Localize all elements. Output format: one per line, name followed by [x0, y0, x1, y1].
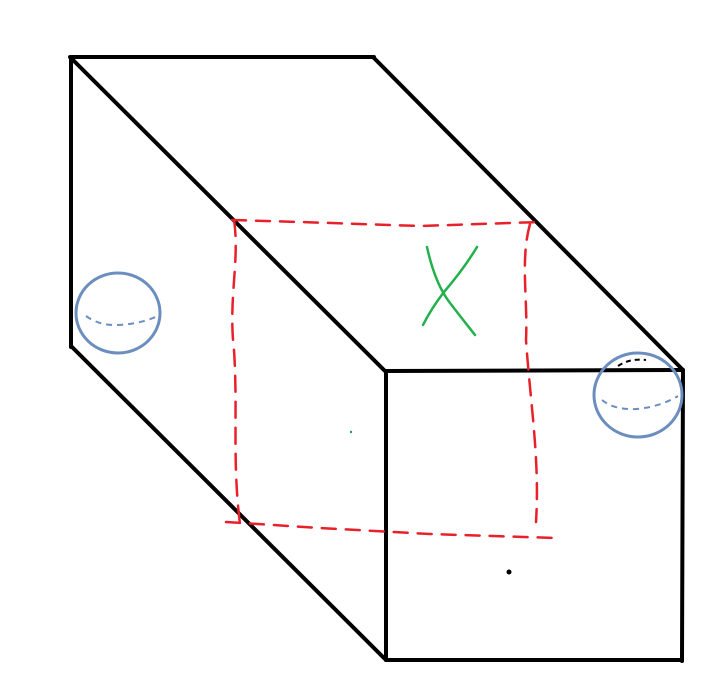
circle-marker-right-dash	[601, 395, 679, 411]
circle-marker-left	[74, 271, 162, 355]
dashed-top-edge	[230, 218, 542, 228]
stray-dot-teal	[349, 430, 353, 434]
box	[68, 55, 685, 663]
cross-mark	[421, 245, 479, 337]
dashed-right-edge	[523, 222, 539, 524]
dashed-left-edge	[231, 218, 242, 526]
front-face-top-edge	[384, 368, 685, 373]
circle-marker-left-dash	[85, 315, 159, 327]
right-diagonal-top-edge	[372, 56, 684, 371]
dashed-cross-section	[224, 218, 558, 540]
circle-marker-right	[592, 351, 684, 439]
stray-dot-black	[506, 569, 512, 575]
cross-mark-stroke-2	[421, 245, 479, 327]
cross-mark-stroke-1	[425, 245, 477, 337]
dashed-bottom-edge	[224, 520, 558, 540]
left-diagonal-top-edge	[69, 56, 388, 374]
circle-marker-right-black-mark	[617, 358, 647, 367]
circle-marker-left-ring	[74, 271, 162, 355]
left-diagonal-bottom-edge	[69, 344, 388, 662]
front-face-right-edge	[680, 368, 685, 663]
circle-marker-right-ring	[592, 351, 684, 439]
